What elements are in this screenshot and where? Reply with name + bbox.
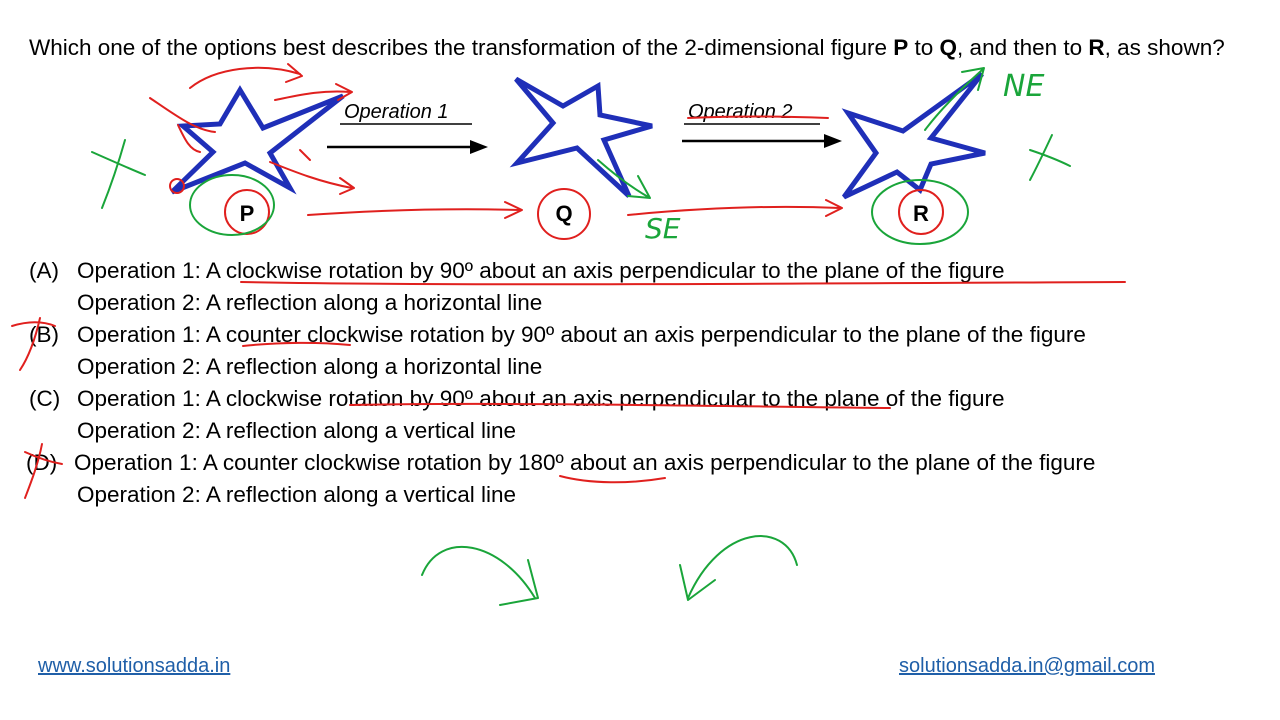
question-part-4: , as shown? xyxy=(1104,35,1225,60)
option-b-letter: (B) xyxy=(29,322,59,347)
option-c-letter: (C) xyxy=(29,386,61,411)
option-a-op2: Operation 2: A reflection along a horizo… xyxy=(77,290,543,315)
figure-q-ref: Q xyxy=(939,35,958,60)
website-link[interactable]: www.solutionsadda.in xyxy=(38,655,231,677)
option-d-letter: (D) xyxy=(26,450,58,475)
option-a-op1: Operation 1: A clockwise rotation by 90º… xyxy=(77,258,1005,283)
operation-2-arrowhead xyxy=(824,134,842,148)
option-d-op1: Operation 1: A counter clockwise rotatio… xyxy=(74,450,1096,475)
operation-2-label: Operation 2 xyxy=(688,101,793,123)
question-part-3: , and then to xyxy=(957,35,1089,60)
question-text: Which one of the options best describes … xyxy=(29,32,1259,64)
figure-p-ref: P xyxy=(893,35,909,60)
green-curved-arrow-counterclockwise xyxy=(679,535,798,601)
operation-1-label: Operation 1 xyxy=(344,101,449,123)
option-c-op2: Operation 2: A reflection along a vertic… xyxy=(77,418,517,443)
star-p xyxy=(170,85,345,195)
figure-r-ref: R xyxy=(1088,35,1105,60)
operation-1-arrowhead xyxy=(470,140,488,154)
star-q xyxy=(509,76,653,198)
label-r: R xyxy=(913,201,929,226)
label-q: Q xyxy=(555,201,572,226)
question-part-1: Which one of the options best describes … xyxy=(29,35,894,60)
option-c-op1: Operation 1: A clockwise rotation by 90º… xyxy=(77,386,1005,411)
option-b-op2: Operation 2: A reflection along a horizo… xyxy=(77,354,543,379)
question-part-2: to xyxy=(908,35,940,60)
label-p: P xyxy=(240,201,255,226)
transformation-figure: Operation 1 Operation 2 P Q R xyxy=(170,71,986,226)
option-a-letter: (A) xyxy=(29,258,59,283)
email-link[interactable]: solutionsadda.in@gmail.com xyxy=(899,655,1155,677)
option-b-op1: Operation 1: A counter clockwise rotatio… xyxy=(77,322,1086,347)
option-d-op2: Operation 2: A reflection along a vertic… xyxy=(77,482,517,507)
star-r xyxy=(841,71,986,200)
green-curved-arrow-clockwise xyxy=(421,545,539,606)
